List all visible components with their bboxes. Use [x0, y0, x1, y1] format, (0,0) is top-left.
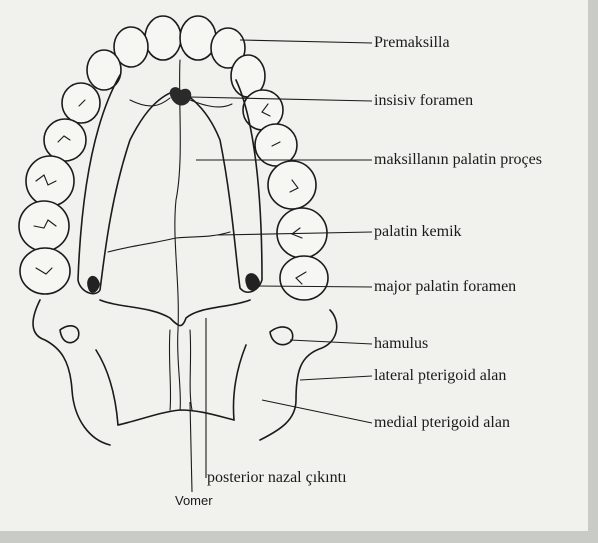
- label-hamulus: hamulus: [374, 335, 428, 353]
- tooth-incisor-l1: [145, 16, 181, 60]
- tooth-molar-r3: [280, 256, 328, 300]
- tooth-molar-r1: [268, 161, 316, 209]
- leader-medial: [262, 400, 372, 423]
- label-medial-pterigoid: medial pterigoid alan: [374, 414, 510, 432]
- label-premaksilla: Premaksilla: [374, 34, 450, 52]
- frame-border-bottom: [0, 531, 598, 543]
- label-insisiv-foramen: insisiv foramen: [374, 92, 473, 110]
- leader-major-palatin: [258, 286, 372, 287]
- tooth-incisor-r1: [180, 16, 216, 60]
- label-posterior-nazal: posterior nazal çıkıntı: [207, 469, 347, 487]
- tooth-molar-l2: [19, 201, 69, 251]
- label-palatin-kemik: palatin kemik: [374, 223, 462, 241]
- tooth-premolar-l1: [62, 83, 100, 123]
- tooth-premolar-l2: [44, 119, 86, 161]
- label-vomer: Vomer: [175, 492, 213, 510]
- left-teeth: [19, 16, 181, 294]
- frame-border-right: [588, 0, 598, 543]
- leader-lateral: [300, 376, 372, 380]
- right-teeth: [180, 16, 328, 300]
- tooth-molar-l3: [20, 248, 70, 294]
- label-maksillanin-palatin: maksillanın palatin proçes: [374, 151, 542, 169]
- leader-vomer: [190, 402, 192, 492]
- leader-premaksilla: [240, 40, 372, 43]
- pterygoid-region: [33, 300, 337, 445]
- label-major-palatin-foramen: major palatin foramen: [374, 278, 516, 296]
- tooth-molar-l1: [26, 156, 74, 206]
- label-lateral-pterigoid: lateral pterigoid alan: [374, 367, 506, 385]
